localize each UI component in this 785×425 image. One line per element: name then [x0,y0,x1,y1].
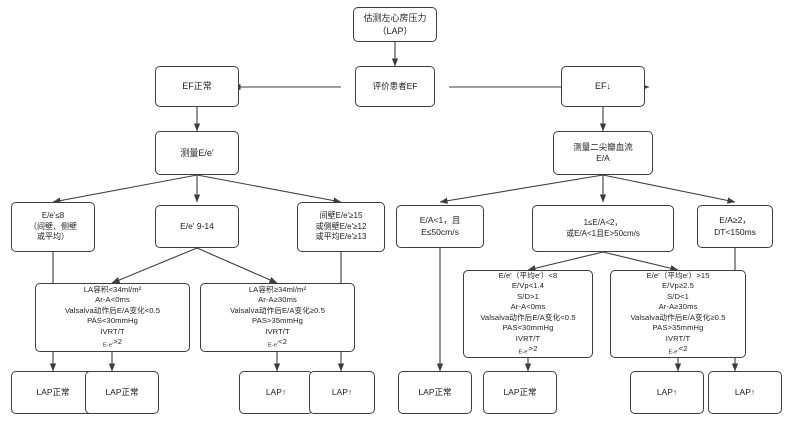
node-result-lap-normal-1[interactable]: LAP正常 [11,371,95,414]
node-measure-e-over-e-prime[interactable]: 测量E/e' [155,131,239,175]
node-estimate-lap[interactable]: 估测左心房压力 （LAP） [353,7,437,42]
node-ea-1-to-2[interactable]: 1≤E/A<2， 或E/A<1且E>50cm/s [532,205,674,252]
node-criteria-right-normal-tail: E-e'>2 [518,344,537,357]
node-criteria-left-elevated-tail-text: <2 [278,337,288,347]
node-ef-normal[interactable]: EF正常 [155,66,239,107]
node-criteria-left-normal-label: LA容积<34ml/m² Ar-A<0ms Valsalva动作后E/A变化<0… [64,284,161,336]
node-criteria-right-normal-label: E/e'（平均e'）<8 E/Vp<1.4 S/D>1 Ar-A<0ms Val… [480,270,576,343]
node-measure-mitral-inflow-label: 测量二尖瓣血流 E/A [573,141,633,163]
node-ea-lt-1-label: E/A<1，且 E≤50cm/s [419,215,461,237]
node-criteria-right-normal[interactable]: E/e'（平均e'）<8 E/Vp<1.4 S/D>1 Ar-A<0ms Val… [463,270,593,358]
node-ea-ge-2[interactable]: E/A≥2， DT<150ms [697,205,773,248]
node-ee-9-to-14[interactable]: E/e' 9-14 [155,205,239,248]
node-result-lap-normal-2-label: LAP正常 [105,386,139,397]
node-result-lap-normal-3-label: LAP正常 [418,386,452,397]
node-ef-decreased[interactable]: EF↓ [561,66,645,107]
node-criteria-left-elevated[interactable]: LA容积≥34ml/m² Ar-A≥30ms Valsalva动作后E/A变化≥… [200,283,355,352]
ivrt-subscript-2: E-e' [267,342,279,349]
node-result-lap-normal-3[interactable]: LAP正常 [398,371,472,414]
node-ee-le-8[interactable]: E/e'≤8 （间壁、侧壁 或平均） [11,202,95,252]
node-criteria-left-normal-tail: E-e'>2 [103,337,122,350]
node-criteria-left-elevated-tail: E-e'<2 [268,337,287,350]
node-criteria-right-normal-tail-text: >2 [528,344,538,354]
node-ee-le-8-label: E/e'≤8 （间壁、侧壁 或平均） [29,210,77,242]
node-result-lap-elevated-3[interactable]: LAP↑ [630,371,704,414]
node-criteria-left-normal[interactable]: LA容积<34ml/m² Ar-A<0ms Valsalva动作后E/A变化<0… [35,283,190,352]
node-criteria-left-elevated-label: LA容积≥34ml/m² Ar-A≥30ms Valsalva动作后E/A变化≥… [229,284,326,336]
node-ef-normal-label: EF正常 [182,81,212,92]
node-measure-mitral-inflow[interactable]: 测量二尖瓣血流 E/A [553,131,653,175]
node-result-lap-normal-1-label: LAP正常 [36,386,70,397]
node-ea-ge-2-label: E/A≥2， DT<150ms [714,215,756,237]
ivrt-subscript-1: E-e' [102,342,114,349]
node-result-lap-normal-2[interactable]: LAP正常 [85,371,159,414]
node-result-lap-elevated-1[interactable]: LAP↑ [239,371,313,414]
node-ee-ge-15-label: 间壁E/e'≥15 或侧壁E/e'≥12 或平均E/e'≥13 [315,210,367,242]
node-criteria-right-elevated[interactable]: E/e'（平均e'）>15 E/Vp≥2.5 S/D<1 Ar-A≥30ms V… [610,270,746,358]
node-evaluate-ef-label: 评价患者EF [372,80,418,91]
node-measure-e-over-e-prime-label: 测量E/e' [180,147,214,158]
ivrt-subscript-4: E-e' [668,349,679,356]
node-result-lap-elevated-1-label: LAP↑ [265,386,287,397]
node-result-lap-elevated-3-label: LAP↑ [656,386,678,397]
node-result-lap-normal-4-label: LAP正常 [503,386,537,397]
node-criteria-right-elevated-label: E/e'（平均e'）>15 E/Vp≥2.5 S/D<1 Ar-A≥30ms V… [630,270,726,343]
node-result-lap-elevated-4[interactable]: LAP↑ [708,371,782,414]
node-ee-ge-15[interactable]: 间壁E/e'≥15 或侧壁E/e'≥12 或平均E/e'≥13 [297,202,385,252]
node-result-lap-elevated-2[interactable]: LAP↑ [309,371,375,414]
node-ea-1-to-2-label: 1≤E/A<2， 或E/A<1且E>50cm/s [566,217,640,238]
ivrt-subscript-3: E-e' [518,349,529,356]
node-ea-lt-1[interactable]: E/A<1，且 E≤50cm/s [396,205,484,248]
node-estimate-lap-label: 估测左心房压力 （LAP） [363,13,427,36]
node-result-lap-normal-4[interactable]: LAP正常 [483,371,557,414]
node-criteria-right-elevated-tail: E-e'<2 [668,344,687,357]
node-ee-9-to-14-label: E/e' 9-14 [180,220,214,231]
node-result-lap-elevated-2-label: LAP↑ [331,386,353,397]
node-ef-decreased-label: EF↓ [594,81,611,92]
node-evaluate-ef[interactable]: 评价患者EF [355,66,435,107]
node-result-lap-elevated-4-label: LAP↑ [734,386,756,397]
node-criteria-right-elevated-tail-text: <2 [678,344,688,354]
node-criteria-left-normal-tail-text: >2 [113,337,123,347]
